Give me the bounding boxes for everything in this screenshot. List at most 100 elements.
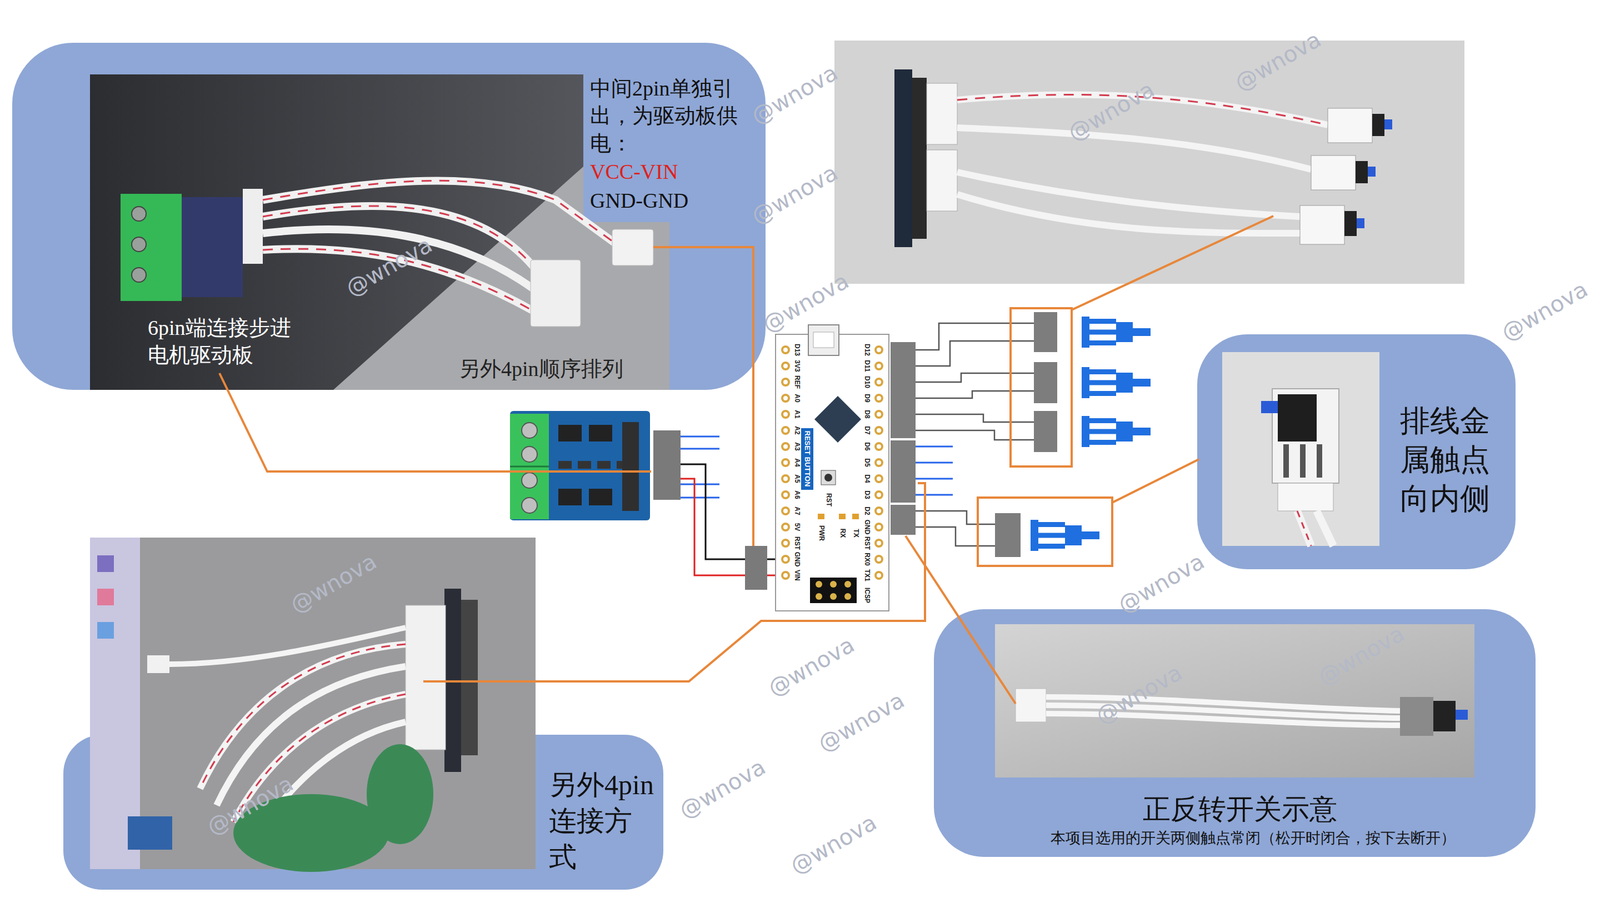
pin-label: D6	[862, 442, 870, 451]
pin-label: D3	[862, 490, 870, 499]
watermark: @wnova	[763, 632, 859, 701]
pin-label: GND	[862, 520, 870, 535]
pin-label: D4	[862, 474, 870, 483]
text-slot: D9	[862, 393, 870, 403]
callout-panel: 中间2pin单独引出，为驱动板供电：VCC-VINGND-GND 6pin端连接步…	[12, 42, 766, 390]
text-slot: D13	[792, 343, 800, 357]
callout-panel: 正反转开关示意本项目选用的开关两侧触点常闭（松开时闭合，按下去断开）	[933, 609, 1536, 858]
callout-text: 另外4pin顺序排列	[458, 355, 624, 383]
text-slot: @wnova	[786, 810, 881, 879]
watermark: @wnova	[1113, 548, 1209, 618]
text-slot: VCC-VIN	[590, 158, 678, 186]
pin-label: D2	[862, 506, 870, 515]
board-label: RST	[824, 493, 832, 507]
pin-label: A2	[792, 426, 800, 435]
board-label: RESET BUTTON	[803, 431, 812, 488]
text-slot: RST	[824, 493, 832, 507]
board-label: ICSP	[862, 587, 870, 604]
text-slot: D5	[862, 458, 870, 467]
text-slot: D11	[862, 360, 870, 372]
text-slot: A1	[792, 410, 800, 419]
text-slot: D10	[862, 376, 870, 389]
text-slot: A4	[792, 458, 800, 467]
text-slot: PWR	[817, 525, 825, 542]
callout-panel: 排线金属触点向内侧	[1197, 334, 1516, 570]
text-slot: 本项目选用的开关两侧触点常闭（松开时闭合，按下去断开）	[1050, 828, 1456, 849]
pin-label: D8	[862, 410, 870, 419]
pin-label: A5	[792, 474, 800, 483]
text-slot: D8	[862, 410, 870, 419]
callout-text: 本项目选用的开关两侧触点常闭（松开时闭合，按下去断开）	[1050, 828, 1456, 849]
text-slot: @wnova	[675, 754, 770, 823]
text-slot: RX	[838, 528, 846, 539]
pin-label: A0	[792, 393, 800, 403]
watermark: @wnova	[813, 687, 909, 757]
text-slot: D3	[862, 490, 870, 499]
pin-label: 3V3	[792, 360, 800, 372]
stepper-driver-board	[510, 411, 681, 521]
pin-label: TX1	[862, 569, 870, 582]
text-slot: D12	[862, 343, 870, 357]
text-slot: TX1	[862, 569, 870, 582]
callout-panel	[1197, 334, 1516, 570]
callout-text: VCC-VIN	[590, 158, 678, 186]
wires	[915, 446, 953, 495]
photo-switch-cable	[995, 624, 1475, 778]
callout-panel	[933, 609, 1536, 858]
pin-label: D12	[862, 343, 870, 357]
wires	[915, 323, 1034, 547]
text-slot: 6pin端连接步进电机驱动板	[147, 314, 307, 370]
connector-block	[745, 546, 768, 590]
text-slot: REF	[792, 375, 800, 389]
text-slot: D4	[862, 474, 870, 483]
pin-label: GND	[792, 552, 800, 568]
text-slot: 5V	[792, 523, 800, 532]
pin-label: A3	[792, 442, 800, 451]
text-slot: A5	[792, 474, 800, 483]
callout-text: 中间2pin单独引出，为驱动板供电：	[590, 75, 743, 158]
text-slot: RST	[792, 536, 800, 550]
callout-panel: 另外4pin连接方式	[63, 735, 664, 890]
board-label: TX	[851, 528, 859, 538]
text-slot: RESET BUTTON	[803, 431, 812, 488]
switch-symbol	[1030, 316, 1151, 552]
pin-label: D13	[792, 343, 800, 357]
text-slot: @wnova	[1113, 548, 1209, 618]
photo-4pin-connection	[90, 537, 536, 873]
text-slot: GND	[862, 520, 870, 535]
pin-label: A6	[792, 490, 800, 499]
callout-text: 正反转开关示意	[1142, 791, 1338, 828]
text-slot: @wnova	[763, 632, 859, 701]
pin-label: D7	[862, 426, 870, 435]
photo-switch-contacts	[1222, 352, 1380, 547]
text-slot: D2	[862, 506, 870, 515]
text-slot: RX0	[862, 552, 870, 566]
pin-label: REF	[792, 375, 800, 389]
pin-label: A1	[792, 410, 800, 419]
text-slot: ICSP	[862, 587, 870, 604]
arduino-nano	[775, 325, 889, 612]
text-slot: RST	[862, 536, 870, 550]
text-slot: 3V3	[792, 360, 800, 372]
watermark: @wnova	[786, 810, 881, 879]
bracket	[977, 308, 1113, 567]
pin-label: D10	[862, 376, 870, 389]
photo-switch-harness	[834, 40, 1465, 284]
text-slot: @wnova	[1497, 276, 1592, 345]
photo-cable	[90, 74, 670, 390]
board-label: RX	[838, 528, 846, 539]
text-slot: D6	[862, 442, 870, 451]
text-slot: D7	[862, 426, 870, 435]
text-slot: 中间2pin单独引出，为驱动板供电：	[590, 75, 743, 158]
callout-panel	[12, 42, 766, 390]
pin-label: D9	[862, 393, 870, 403]
pin-label: 5V	[792, 523, 800, 532]
text-slot: A7	[792, 506, 800, 515]
callout-text: 6pin端连接步进电机驱动板	[147, 314, 307, 370]
pin-label: D11	[862, 360, 870, 372]
callout-text: GND-GND	[590, 187, 689, 215]
text-slot: VIN	[792, 570, 800, 582]
text-slot: 另外4pin顺序排列	[458, 355, 624, 383]
text-slot: A0	[792, 393, 800, 403]
